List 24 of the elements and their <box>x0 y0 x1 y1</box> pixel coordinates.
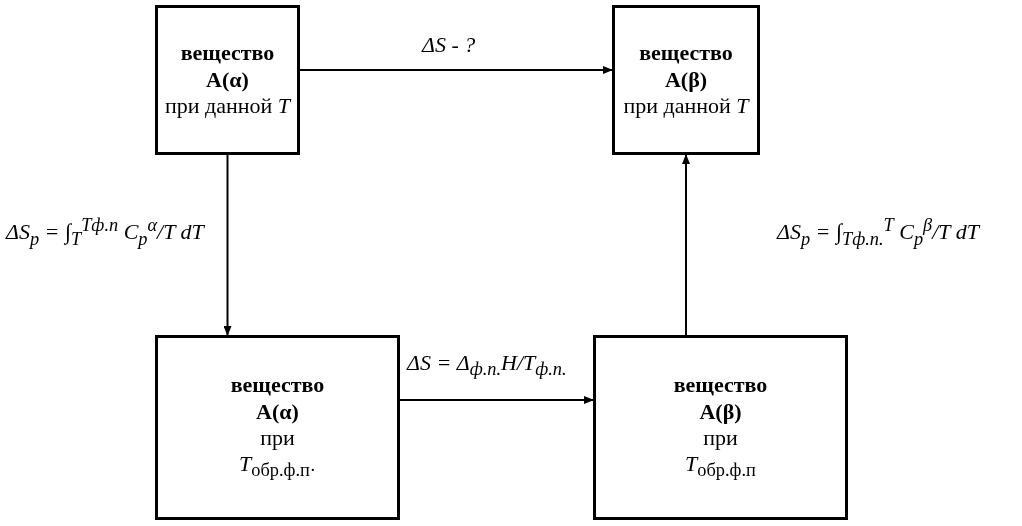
condition-text: при данной T <box>623 93 749 120</box>
condition-text: при данной T <box>164 93 291 120</box>
phase-label: A(β) <box>664 66 708 94</box>
phase-label: A(β) <box>699 398 742 425</box>
condition-text: при <box>260 425 295 452</box>
arrow <box>299 66 613 74</box>
state-box <box>155 5 300 155</box>
formula-label: ΔS$_{p}$ = ∫$_{T}$$^{Tф.п}$ C$_{p}$$^{α}$/T dT <box>4 215 206 250</box>
substance-name: вещество <box>673 372 768 399</box>
formula-label: ΔS$_{p}$ = ∫$_{Tф.п.}$$^{T}$ C$_{p}$$^{β}$/T dT <box>775 215 981 250</box>
state-box <box>612 5 760 155</box>
condition-text: T$_{обр.ф.п·}$ <box>239 451 316 483</box>
condition-text: T$_{обр.ф.п}$ <box>685 451 756 483</box>
arrow <box>223 154 232 336</box>
condition-text: при <box>703 425 738 452</box>
substance-name: вещество <box>230 372 325 399</box>
substance-name: вещество <box>639 40 733 67</box>
arrow <box>682 154 690 336</box>
substance-name: вещество <box>180 40 275 67</box>
state-box <box>593 335 848 520</box>
arrow <box>399 396 594 404</box>
phase-label: A(α) <box>206 66 249 94</box>
state-box <box>155 335 400 520</box>
phase-label: A(α) <box>256 398 299 425</box>
